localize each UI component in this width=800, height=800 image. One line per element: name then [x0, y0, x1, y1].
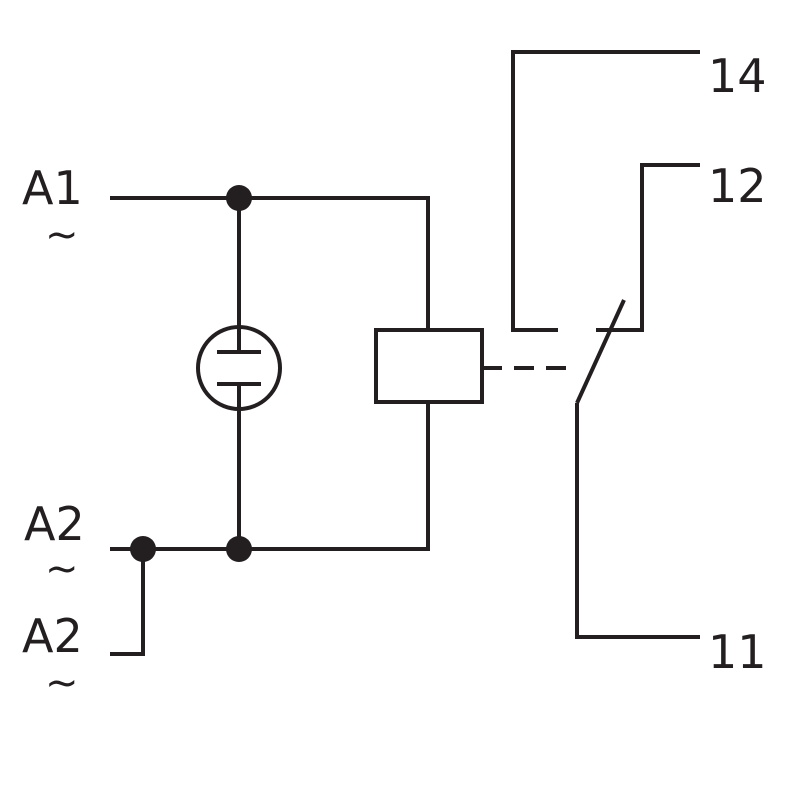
switch-blade-icon: [575, 299, 626, 404]
a2-bridge-wire: [110, 549, 145, 656]
terminal-a2-lower-label: A2: [22, 609, 83, 663]
terminal-12-label: 12: [708, 159, 767, 213]
contact-14-normally-open-wire: [511, 50, 700, 332]
contact-11-common-wire: [575, 403, 700, 639]
terminal-a1-ac-symbol: ~: [45, 212, 79, 258]
terminal-a2-upper-ac-symbol: ~: [45, 546, 79, 592]
junction-dot-a2-lamp: [226, 536, 252, 562]
a2-return-wire: [110, 402, 430, 551]
contact-12-normally-closed-wire: [596, 163, 700, 332]
terminal-14-label: 14: [708, 49, 767, 103]
terminal-a2-upper-label: A2: [24, 497, 85, 551]
a1-supply-wire: [110, 196, 430, 330]
relay-coil-icon: [374, 328, 484, 404]
junction-dot-a1: [226, 185, 252, 211]
indicator-lamp-icon: [196, 325, 282, 411]
terminal-11-label: 11: [708, 625, 767, 679]
junction-dot-a2-bridge: [130, 536, 156, 562]
terminal-a2-lower-ac-symbol: ~: [45, 660, 79, 706]
terminal-a1-label: A1: [22, 161, 83, 215]
